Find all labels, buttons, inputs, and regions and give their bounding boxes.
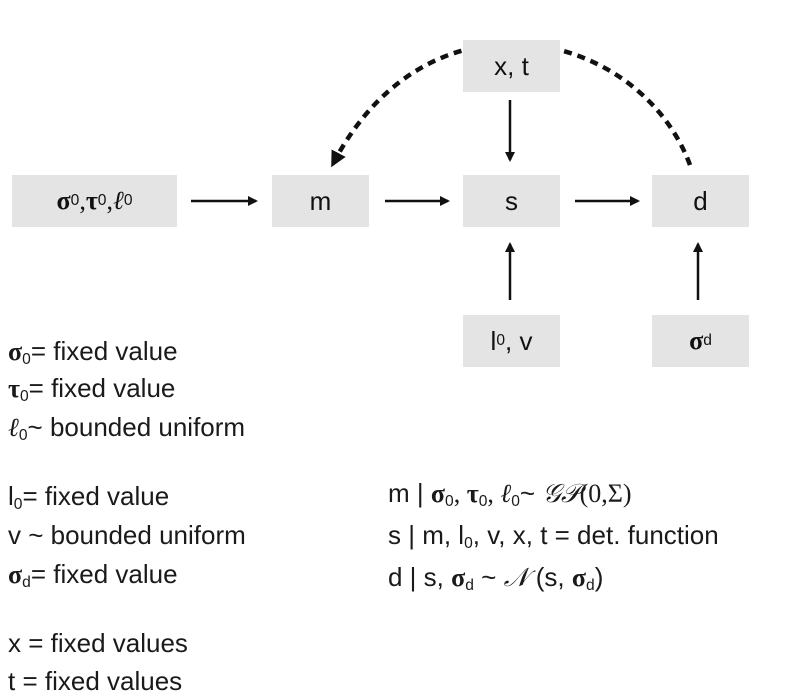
definition-line: t = fixed values — [8, 666, 182, 697]
node-xt-label: x, t — [494, 50, 529, 81]
gp-args: (0,Σ) — [579, 479, 632, 508]
sub-0: 0 — [496, 332, 505, 349]
sigma-symbol: σ — [56, 186, 71, 215]
sub-0: 0 — [464, 534, 473, 552]
node-d-label: d — [693, 185, 708, 216]
definition-line: l0= fixed value — [8, 481, 169, 514]
definition-symbol: x — [8, 628, 21, 658]
definition-symbol: t — [8, 666, 16, 696]
definition-text: = fixed values — [21, 628, 188, 658]
definition-symbol: τ — [8, 374, 20, 403]
definition-line: ℓ0~ bounded uniform — [8, 412, 245, 445]
definition-line: x = fixed values — [8, 628, 188, 659]
sub-0: 0 — [445, 492, 454, 510]
conditional-d: d | s, σd ~ 𝒩 (s, σd) — [388, 562, 603, 595]
cond-rest: , v, x, t = det. function — [472, 520, 719, 550]
definition-subscript: d — [22, 573, 31, 591]
cond-lhs: s | m, l — [388, 520, 465, 550]
definition-line: σ0= fixed value — [8, 336, 178, 369]
node-m-label: m — [309, 185, 332, 216]
tau-symbol: τ — [85, 186, 98, 215]
definition-subscript: 0 — [13, 495, 23, 513]
cond-lhs: d | s, — [388, 562, 452, 592]
gp-symbol: 𝒢𝒫 — [542, 479, 580, 508]
definition-text: ~ bounded uniform — [21, 520, 246, 550]
definition-line: τ0= fixed value — [8, 373, 175, 406]
sub-0: 0 — [478, 492, 488, 510]
sigma-symbol: σ — [571, 563, 587, 592]
definition-subscript: 0 — [19, 387, 29, 405]
definition-symbol: l — [8, 481, 14, 511]
definition-text: = fixed value — [30, 336, 178, 366]
node-s-label: s — [505, 185, 518, 216]
tau-symbol: τ — [466, 479, 479, 508]
definition-line: v ~ bounded uniform — [8, 520, 246, 551]
separator: , — [487, 479, 501, 508]
definition-symbol: σ — [8, 337, 23, 366]
definition-text: = fixed value — [28, 373, 176, 403]
tilde: ~ — [519, 478, 543, 508]
definition-subscript: 0 — [18, 426, 28, 444]
separator: , — [453, 479, 467, 508]
conditional-m: m | σ0, τ0, ℓ0~ 𝒢𝒫(0,Σ) — [388, 478, 632, 511]
definition-subscript: 0 — [22, 350, 31, 368]
tilde: ~ — [473, 562, 504, 592]
sigma-symbol: σ — [689, 326, 704, 355]
normal-symbol: 𝒩 — [503, 563, 529, 592]
definition-symbol: ℓ — [8, 413, 19, 442]
sub-d: d — [465, 576, 474, 594]
definition-text: = fixed value — [22, 481, 170, 511]
cond-lhs: m | — [388, 478, 431, 508]
ell-symbol: ℓ — [500, 479, 512, 508]
conditional-s: s | m, l0, v, x, t = det. function — [388, 520, 719, 553]
ell-symbol: ℓ — [112, 186, 124, 215]
normal-args-close: ) — [594, 562, 604, 592]
sub-d: d — [586, 576, 595, 594]
sub-0: 0 — [70, 192, 80, 209]
sub-0: 0 — [511, 492, 520, 510]
sigma-symbol: σ — [430, 479, 446, 508]
node-l0v-rest: , v — [505, 325, 533, 356]
sigma-symbol: σ — [451, 563, 466, 592]
definition-text: = fixed value — [30, 559, 178, 589]
definition-symbol: v — [8, 520, 21, 550]
node-d: d — [652, 175, 749, 227]
definition-text: = fixed values — [15, 666, 183, 696]
l-symbol: l — [490, 325, 497, 356]
definition-line: σd= fixed value — [8, 559, 178, 592]
definition-text: ~ bounded uniform — [27, 412, 246, 442]
definition-symbol: σ — [8, 560, 23, 589]
sub-0: 0 — [97, 192, 107, 209]
separator: , — [106, 186, 113, 215]
normal-args-open: (s, — [528, 562, 572, 592]
sub-d: d — [703, 332, 712, 349]
separator: , — [79, 186, 86, 215]
node-m: m — [272, 175, 369, 227]
node-s: s — [463, 175, 560, 227]
sub-0: 0 — [123, 192, 133, 209]
node-xt: x, t — [463, 40, 560, 92]
